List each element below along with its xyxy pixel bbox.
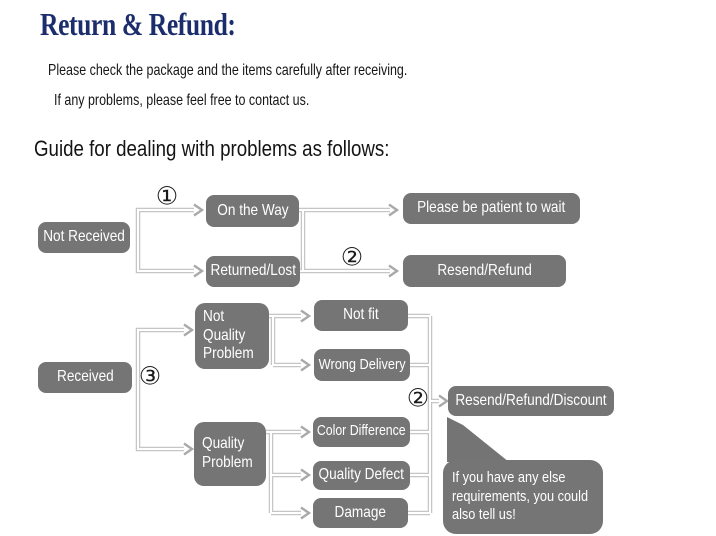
step-2-marker-bottom: ② bbox=[406, 383, 430, 413]
speech-bubble-note: If you have any else requirements, you c… bbox=[443, 460, 603, 534]
guide-heading: Guide for dealing with problems as follo… bbox=[34, 136, 390, 161]
node-resend-refund: Resend/Refund bbox=[403, 255, 566, 287]
node-wrong-delivery: Wrong Delivery bbox=[314, 349, 410, 381]
arrow-icon bbox=[300, 358, 312, 372]
node-quality-defect: Quality Defect bbox=[313, 461, 410, 490]
node-not-received: Not Received bbox=[38, 222, 130, 253]
step-2-marker-top: ② bbox=[340, 242, 364, 272]
arrow-icon bbox=[193, 264, 205, 278]
node-returned-lost: Returned/Lost bbox=[206, 256, 300, 287]
intro-line-2: If any problems, please feel free to con… bbox=[54, 92, 310, 109]
node-resend-refund-discount: Resend/Refund/Discount bbox=[448, 386, 614, 416]
arrow-icon bbox=[388, 264, 400, 278]
step-1-marker: ① bbox=[155, 181, 179, 211]
node-please-be-patient: Please be patient to wait bbox=[403, 193, 580, 224]
node-received: Received bbox=[38, 362, 132, 393]
arrow-icon bbox=[300, 425, 312, 439]
arrow-icon bbox=[183, 323, 195, 337]
node-not-fit: Not fit bbox=[314, 300, 408, 331]
arrow-icon bbox=[300, 506, 312, 520]
speech-bubble-tail bbox=[447, 417, 509, 462]
node-on-the-way: On the Way bbox=[206, 195, 299, 227]
arrow-icon bbox=[438, 394, 450, 408]
step-3-marker: ③ bbox=[138, 361, 162, 391]
arrow-icon bbox=[193, 203, 205, 217]
node-damage: Damage bbox=[313, 498, 408, 528]
node-color-difference: Color Difference bbox=[313, 417, 410, 447]
arrow-icon bbox=[300, 468, 312, 482]
node-not-quality-problem: Not Quality Problem bbox=[195, 303, 269, 369]
arrow-icon bbox=[388, 203, 400, 217]
arrow-icon bbox=[183, 442, 195, 456]
intro-line-1: Please check the package and the items c… bbox=[48, 62, 408, 79]
node-quality-problem: Quality Problem bbox=[194, 422, 266, 486]
arrow-icon bbox=[300, 309, 312, 323]
page-title: Return & Refund: bbox=[40, 6, 236, 42]
